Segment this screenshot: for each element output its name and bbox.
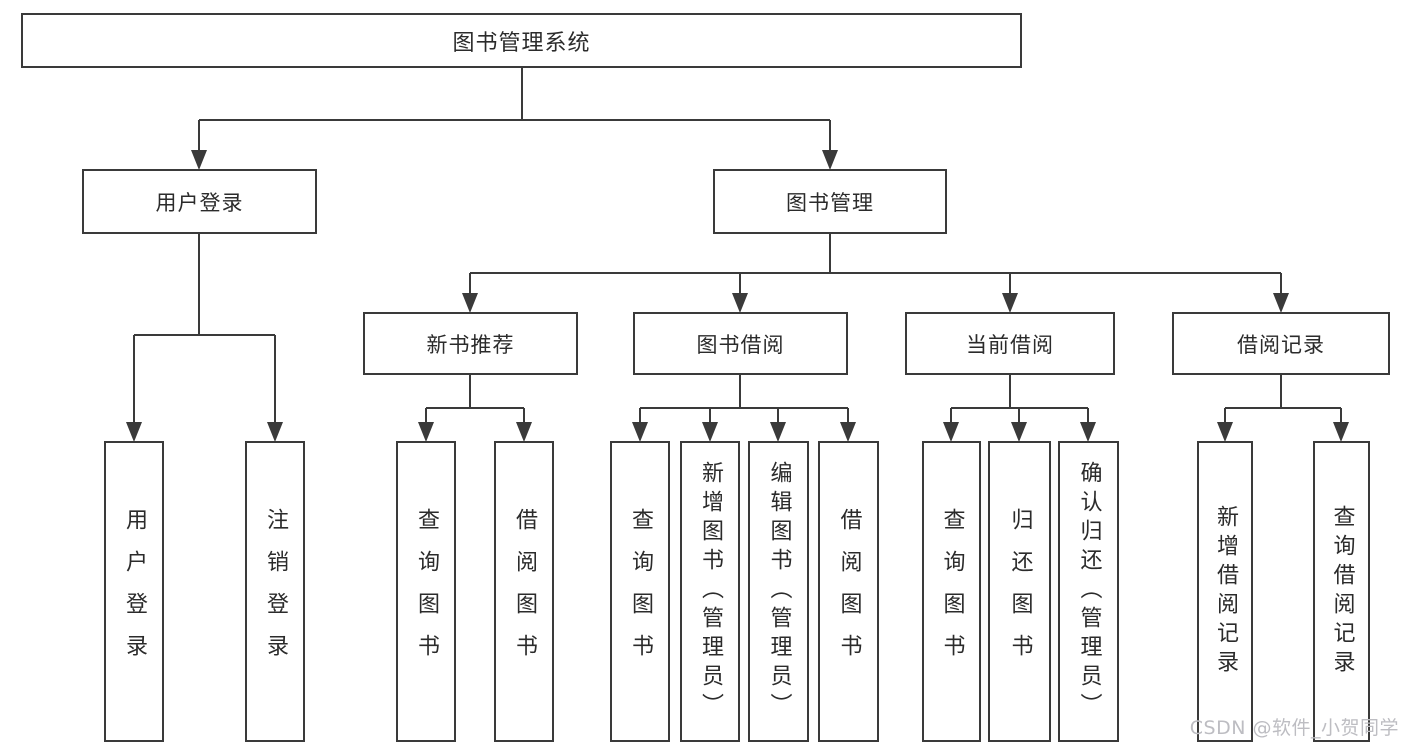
node-user-login: 用户登录 — [82, 169, 317, 234]
node-book-management: 图书管理 — [713, 169, 947, 234]
node-borrow-records-label: 借阅记录 — [1237, 332, 1325, 357]
node-root: 图书管理系统 — [21, 13, 1022, 68]
leaf-user-login: 用户登录 — [104, 441, 164, 742]
leaf-add-borrow-record: 新增借阅记录 — [1197, 441, 1253, 742]
leaf-add-borrow-record-label: 新增借阅记录 — [1213, 504, 1238, 679]
leaf-borrow-books-2: 借阅图书 — [818, 441, 879, 742]
node-user-login-label: 用户登录 — [155, 190, 244, 215]
leaf-borrow-books-1: 借阅图书 — [494, 441, 554, 742]
leaf-query-books-3: 查询图书 — [922, 441, 981, 742]
leaf-borrow-books-1-label: 借阅图书 — [512, 507, 537, 676]
leaf-query-books-3-label: 查询图书 — [939, 507, 965, 676]
leaf-query-borrow-record-label: 查询借阅记录 — [1329, 504, 1355, 679]
leaf-user-login-label: 用户登录 — [122, 507, 147, 676]
leaf-return-books-label: 归还图书 — [1007, 507, 1033, 676]
leaf-query-books-2-label: 查询图书 — [628, 507, 653, 676]
leaf-borrow-books-2-label: 借阅图书 — [836, 507, 862, 676]
leaf-logout-label: 注销登录 — [263, 507, 288, 676]
csdn-watermark: CSDN @软件_小贺同学 — [1189, 717, 1399, 739]
leaf-edit-books-admin: 编辑图书（管理员） — [748, 441, 809, 742]
node-borrow-records: 借阅记录 — [1172, 312, 1390, 375]
leaf-add-books-admin-label: 新增图书（管理员） — [698, 461, 723, 722]
node-book-management-label: 图书管理 — [786, 190, 874, 215]
leaf-query-books-1-label: 查询图书 — [414, 507, 439, 676]
leaf-confirm-return-admin: 确认归还（管理员） — [1058, 441, 1119, 742]
node-book-borrow: 图书借阅 — [633, 312, 848, 375]
arrowheads — [126, 150, 1349, 442]
leaf-query-books-1: 查询图书 — [396, 441, 456, 742]
node-root-label: 图书管理系统 — [452, 30, 591, 56]
node-book-borrow-label: 图书借阅 — [696, 332, 785, 357]
node-new-book-recommend: 新书推荐 — [363, 312, 578, 375]
node-new-book-recommend-label: 新书推荐 — [426, 332, 515, 357]
leaf-edit-books-admin-label: 编辑图书（管理员） — [766, 461, 792, 722]
leaf-confirm-return-admin-label: 确认归还（管理员） — [1076, 461, 1102, 722]
leaf-query-books-2: 查询图书 — [610, 441, 670, 742]
leaf-query-borrow-record: 查询借阅记录 — [1313, 441, 1370, 742]
leaf-return-books: 归还图书 — [988, 441, 1051, 742]
edge-paths — [133, 68, 1342, 424]
leaf-logout: 注销登录 — [245, 441, 305, 742]
node-current-borrow: 当前借阅 — [905, 312, 1115, 375]
node-current-borrow-label: 当前借阅 — [966, 332, 1054, 357]
leaf-add-books-admin: 新增图书（管理员） — [680, 441, 740, 742]
